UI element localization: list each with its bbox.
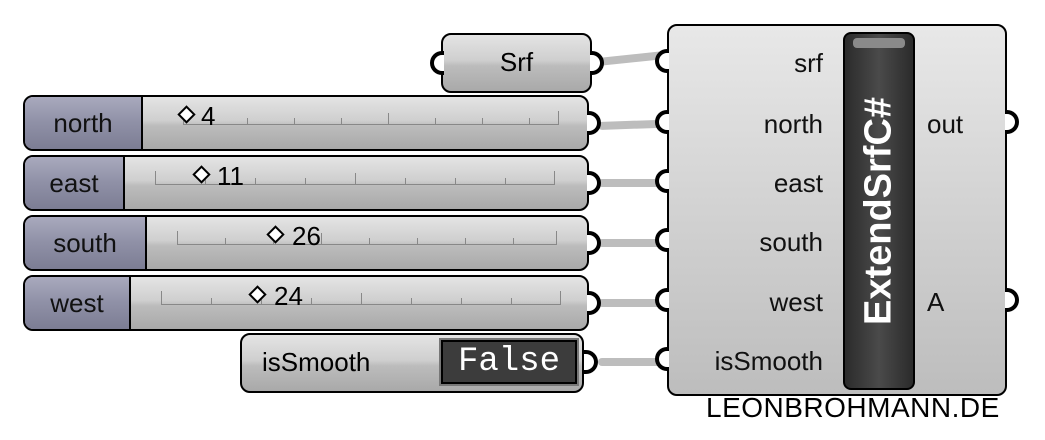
input-north-label: north <box>763 109 823 139</box>
slider-track[interactable] <box>177 231 557 245</box>
slider-west[interactable]: west 24 <box>23 275 589 331</box>
toggle-issmooth-label: isSmooth <box>262 347 371 377</box>
output-a-label: A <box>927 287 945 317</box>
slider-west-track-area[interactable]: 24 <box>131 277 587 329</box>
slider-west-output-port[interactable] <box>587 291 601 315</box>
wire-west <box>598 299 668 307</box>
component-input-port-issmooth[interactable] <box>655 347 669 371</box>
slider-north-value: 4 <box>201 101 216 131</box>
srf-param-label: Srf <box>499 47 534 77</box>
slider-east-track-area[interactable]: 11 <box>125 157 587 209</box>
slider-south-output-port[interactable] <box>587 231 601 255</box>
input-issmooth-label: isSmooth <box>714 346 823 376</box>
slider-north-output-port[interactable] <box>587 111 601 135</box>
slider-west-value: 24 <box>274 281 303 311</box>
component-core[interactable]: ExtendSrfC# <box>843 32 915 390</box>
slider-east-label: east <box>25 157 125 209</box>
component-input-port-east[interactable] <box>655 169 669 193</box>
input-south-label: south <box>759 227 823 257</box>
slider-north[interactable]: north 4 <box>23 95 589 151</box>
srf-param-output-port[interactable] <box>590 51 604 75</box>
component-input-port-west[interactable] <box>655 288 669 312</box>
wire-south <box>598 239 668 247</box>
slider-west-label: west <box>25 277 131 329</box>
extend-srf-component[interactable]: srf north east south west isSmooth Exten… <box>667 24 1007 396</box>
slider-north-label: north <box>25 97 143 149</box>
output-out-label: out <box>927 109 964 139</box>
slider-east-value: 11 <box>217 161 244 191</box>
input-srf-label: srf <box>794 48 823 78</box>
component-name: ExtendSrfC# <box>857 96 900 326</box>
toggle-issmooth-output-port[interactable] <box>584 350 598 374</box>
slider-south-track-area[interactable]: 26 <box>147 217 587 269</box>
slider-east-output-port[interactable] <box>587 171 601 195</box>
toggle-issmooth[interactable]: isSmooth False <box>240 333 584 393</box>
input-east-label: east <box>773 168 823 198</box>
component-output-port-a[interactable] <box>1005 288 1019 312</box>
slider-south[interactable]: south 26 <box>23 215 589 271</box>
srf-param[interactable]: Srf <box>441 33 592 93</box>
srf-param-input-port[interactable] <box>430 51 444 75</box>
input-west-label: west <box>769 287 823 317</box>
component-input-port-north[interactable] <box>655 110 669 134</box>
slider-track[interactable] <box>183 111 559 125</box>
wire-issmooth <box>598 358 668 366</box>
component-input-port-south[interactable] <box>655 228 669 252</box>
wire-east <box>598 179 668 187</box>
slider-south-label: south <box>25 217 147 269</box>
slider-south-value: 26 <box>292 221 321 251</box>
component-output-port-out[interactable] <box>1005 110 1019 134</box>
slider-east[interactable]: east 11 <box>23 155 589 211</box>
component-input-port-srf[interactable] <box>655 49 669 73</box>
slider-north-track-area[interactable]: 4 <box>143 97 587 149</box>
watermark: LEONBROHMANN.DE <box>706 392 1000 423</box>
toggle-issmooth-value[interactable]: False <box>439 338 579 386</box>
